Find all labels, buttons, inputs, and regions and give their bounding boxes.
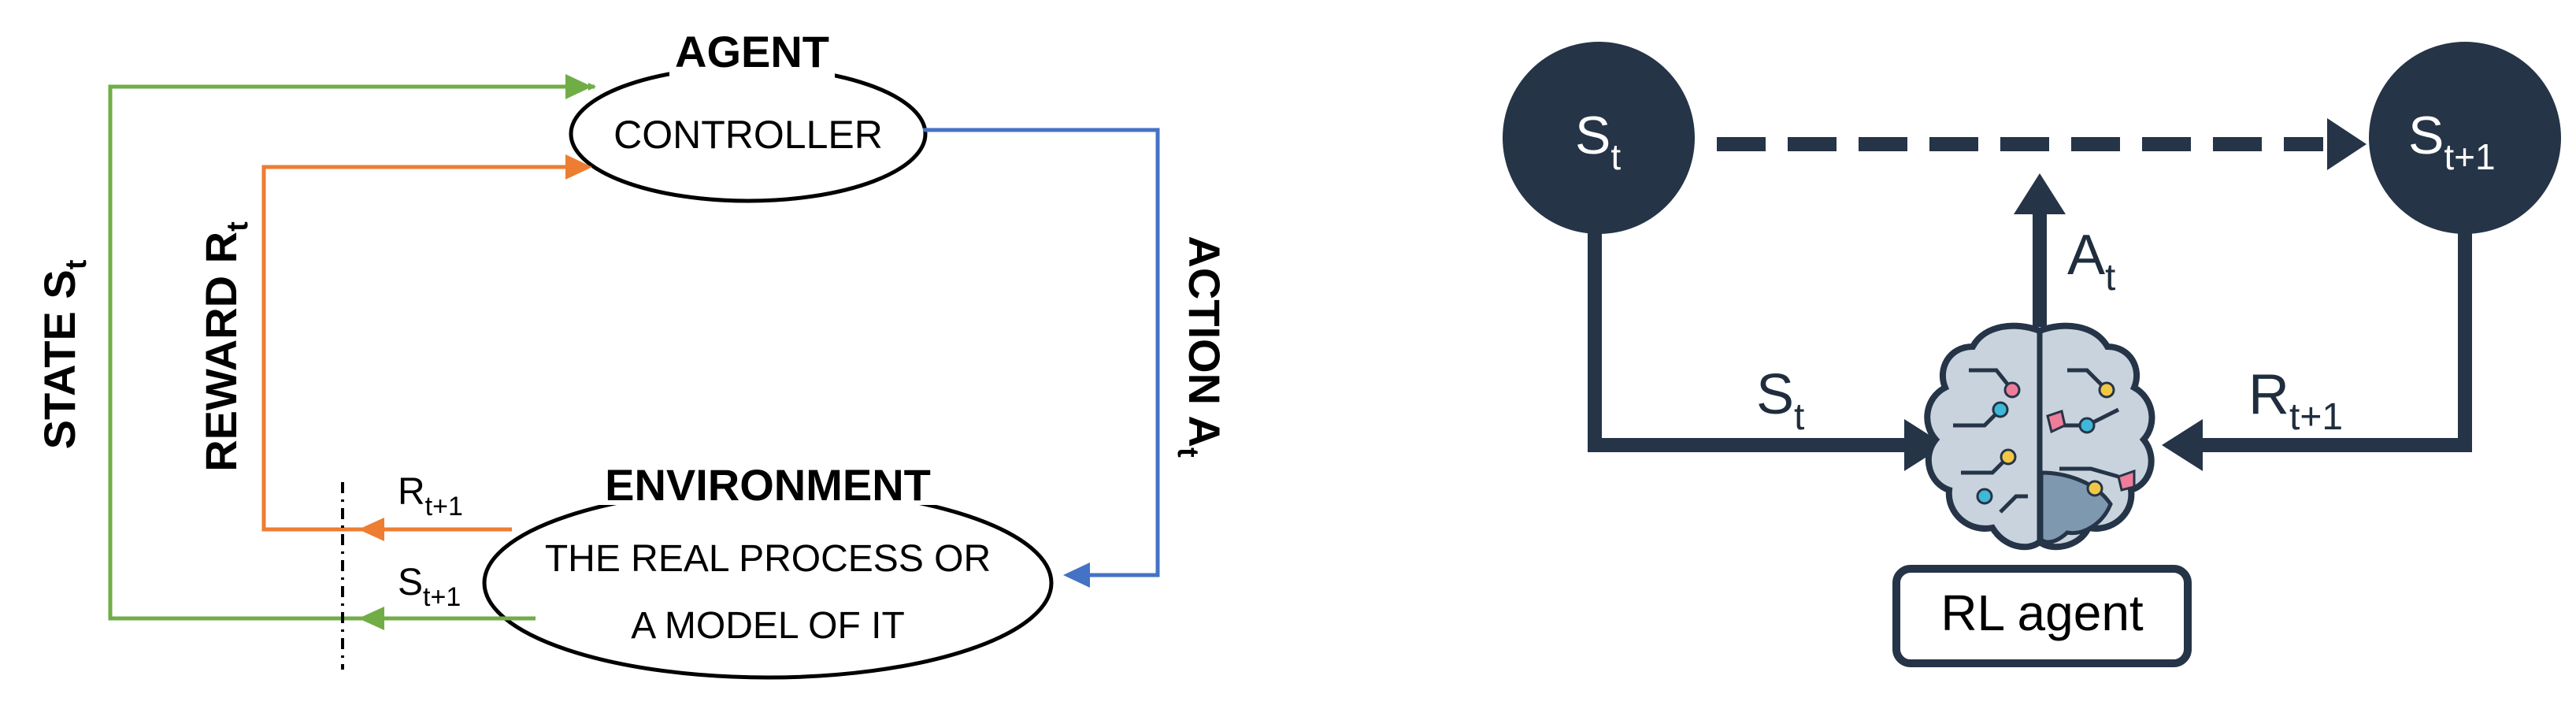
reward-input-arrow <box>2201 228 2472 452</box>
state-node-current <box>1503 42 1695 234</box>
left-diagram: AGENT CONTROLLER ENVIRONMENT THE REAL PR… <box>35 27 1229 680</box>
state-node-next <box>2369 42 2561 234</box>
rl-agent-box <box>1892 565 2192 667</box>
reward-next-arrow-head <box>358 518 384 541</box>
agent-title: AGENT <box>675 27 829 76</box>
environment-ellipse <box>482 486 1054 680</box>
transition-arrow-head <box>2327 118 2367 170</box>
state-node-next-label: St+1 <box>2408 106 2496 177</box>
action-arrow-head <box>1063 562 1090 588</box>
state-input-arrow <box>1588 228 1906 452</box>
state-arrow-head <box>565 74 592 99</box>
action-label: ACTION At <box>1171 236 1229 458</box>
state-arrow <box>108 83 596 621</box>
state-node-current-label: St <box>1575 106 1621 177</box>
reward-arrow-head <box>565 154 592 180</box>
state-input-label: St <box>1756 363 1804 438</box>
reward-label: REWARD Rt <box>196 221 254 472</box>
state-label: STATE St <box>35 259 93 449</box>
brain-circuit-icon <box>1924 322 2155 551</box>
agent-controller-label: CONTROLLER <box>613 113 883 157</box>
environment-title: ENVIRONMENT <box>605 460 931 510</box>
environment-line-2: A MODEL OF IT <box>631 605 905 647</box>
right-diagram: St St+1 At St Rt+1 <box>1503 42 2561 667</box>
state-input-arrow-head <box>1904 419 1945 471</box>
state-next-label: St+1 <box>398 562 461 612</box>
action-arrow <box>923 128 1160 577</box>
rl-agent-label: RL agent <box>1940 585 2144 641</box>
environment-title-gap <box>567 461 961 505</box>
reward-next-label: Rt+1 <box>398 471 463 522</box>
action-output-arrow-head <box>2014 173 2066 214</box>
reward-input-arrow-head <box>2162 419 2203 471</box>
state-next-arrow-head <box>358 607 384 630</box>
agent-title-gap <box>669 47 835 79</box>
reward-arrow <box>261 165 579 532</box>
environment-line-1: THE REAL PROCESS OR <box>545 538 991 580</box>
reward-input-label: Rt+1 <box>2248 363 2343 438</box>
action-output-label: At <box>2067 224 2115 299</box>
